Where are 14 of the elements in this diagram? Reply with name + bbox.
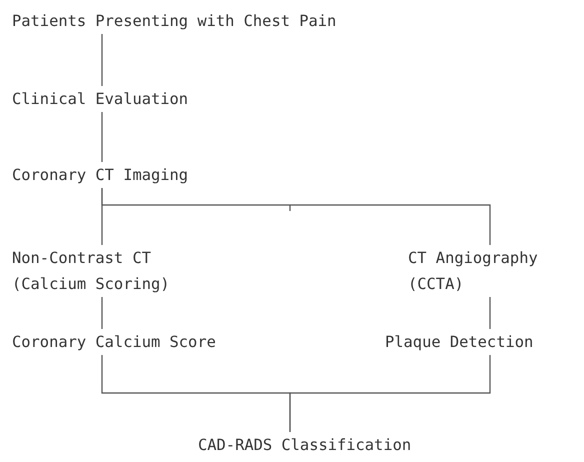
step-text: Coronary Calcium Score: [12, 332, 217, 353]
step-text: Patients Presenting with Chest Pain: [12, 11, 338, 32]
step-text: Clinical Evaluation: [12, 89, 190, 110]
connector-line: [101, 188, 491, 245]
connector-line: [489, 297, 491, 329]
connector-line: [101, 112, 103, 162]
connector-line: [101, 297, 103, 329]
step-text: Non-Contrast CT (Calcium Scoring): [12, 248, 171, 295]
step-text: Plaque Detection: [385, 332, 534, 353]
connector-line: [289, 355, 491, 432]
step-text: CT Angiography (CCTA): [408, 248, 539, 295]
connector-line: [101, 34, 103, 86]
step-text: Coronary CT Imaging: [12, 165, 190, 186]
step-text: CAD-RADS Classification: [198, 435, 412, 456]
